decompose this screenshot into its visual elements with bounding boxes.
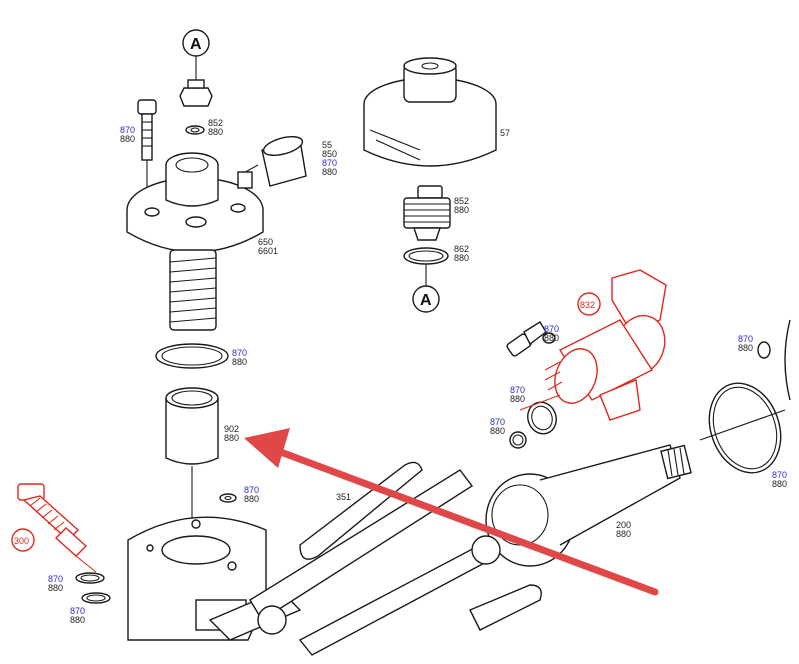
label-880-n: 880 bbox=[490, 426, 505, 436]
label-902: 902 bbox=[224, 424, 239, 434]
label-880-e: 880 bbox=[454, 253, 469, 263]
label-57: 57 bbox=[500, 128, 510, 138]
label-880-p: 880 bbox=[772, 479, 787, 489]
label-870-h: 870 bbox=[510, 385, 525, 395]
nut-852 bbox=[179, 79, 213, 135]
label-880-g: 880 bbox=[224, 433, 239, 443]
ref-mark-bottom: A bbox=[412, 285, 440, 313]
o-ring-870 bbox=[155, 343, 229, 369]
o-ring-862 bbox=[403, 247, 449, 286]
ref-mark-top-label: A bbox=[190, 36, 202, 53]
washer-870-d bbox=[219, 493, 237, 503]
washer-870-j bbox=[757, 319, 791, 401]
spring bbox=[169, 249, 217, 331]
label-870-k: 870 bbox=[772, 470, 787, 480]
bolt-870 bbox=[137, 99, 157, 190]
label-880-f: 880 bbox=[232, 357, 247, 367]
ring-870-k bbox=[699, 382, 786, 474]
seal-ring-870-h bbox=[527, 401, 557, 435]
label-880-o: 880 bbox=[738, 343, 753, 353]
label-880-b: 880 bbox=[322, 167, 337, 177]
label-870-g: 870 bbox=[544, 324, 559, 334]
plug-852 bbox=[403, 185, 451, 241]
sleeve-55 bbox=[239, 135, 307, 187]
label-870-b: 870 bbox=[120, 125, 135, 135]
label-55: 55 bbox=[322, 140, 332, 150]
label-870-c: 870 bbox=[232, 348, 247, 358]
label-880-h: 880 bbox=[244, 494, 259, 504]
label-850: 850 bbox=[322, 149, 337, 159]
label-880-a: 880 bbox=[208, 127, 223, 137]
shaft-351 bbox=[249, 461, 542, 656]
annotation-arrow bbox=[244, 428, 659, 596]
bolt-870-g bbox=[506, 321, 556, 357]
label-870-f: 870 bbox=[70, 606, 85, 616]
label-351: 351 bbox=[336, 492, 351, 502]
label-880-d: 880 bbox=[454, 205, 469, 215]
cap-57 bbox=[363, 57, 497, 167]
label-880-i: 880 bbox=[616, 529, 631, 539]
seal-ring-870-i bbox=[509, 431, 527, 449]
callout-832: 832 bbox=[577, 292, 601, 316]
drive-shaft-200 bbox=[471, 444, 692, 567]
pump-head-650 bbox=[126, 152, 264, 253]
label-880-m: 880 bbox=[510, 394, 525, 404]
label-832: 832 bbox=[580, 300, 595, 310]
ring-870-f bbox=[81, 592, 111, 604]
label-300: 300 bbox=[14, 536, 29, 546]
label-870-e: 870 bbox=[48, 574, 63, 584]
label-880-k: 880 bbox=[70, 615, 85, 625]
label-862: 862 bbox=[454, 244, 469, 254]
ref-mark-top: A bbox=[182, 29, 210, 80]
label-852-b: 852 bbox=[454, 196, 469, 206]
ref-mark-bottom-label: A bbox=[420, 292, 432, 309]
label-6601: 6601 bbox=[258, 246, 278, 256]
tappet-902 bbox=[165, 387, 219, 520]
label-870-a: 870 bbox=[322, 158, 337, 168]
label-870-i: 870 bbox=[490, 417, 505, 427]
label-870-d: 870 bbox=[244, 485, 259, 495]
ring-870-e bbox=[75, 572, 105, 584]
label-880-l: 880 bbox=[544, 333, 559, 343]
label-870-j: 870 bbox=[738, 334, 753, 344]
callout-300: 300 bbox=[11, 528, 35, 552]
metering-valve-832 bbox=[519, 269, 667, 421]
label-880-c: 880 bbox=[120, 134, 135, 144]
pressure-valve-300 bbox=[17, 483, 97, 573]
label-200: 200 bbox=[616, 520, 631, 530]
label-880-j: 880 bbox=[48, 583, 63, 593]
label-852-a: 852 bbox=[208, 118, 223, 128]
label-650: 650 bbox=[258, 237, 273, 247]
